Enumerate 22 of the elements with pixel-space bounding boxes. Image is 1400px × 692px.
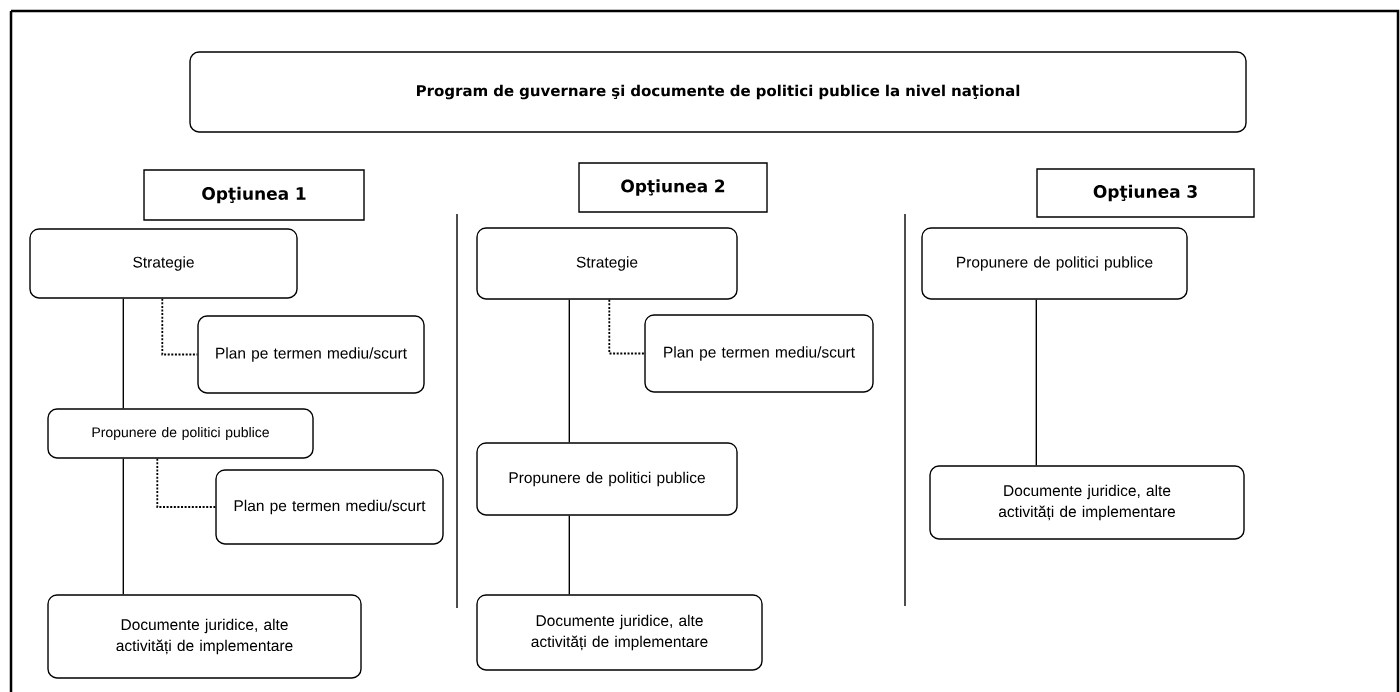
connector-line <box>568 515 570 595</box>
option-header: Opţiunea 1 <box>143 169 365 221</box>
process-box: Propunere de politici publice <box>476 442 738 516</box>
dotted-connector <box>608 298 646 355</box>
dotted-connector <box>156 457 217 508</box>
connector-line <box>122 298 124 409</box>
process-box: Documente juridice, alte activități de implementare <box>476 594 763 671</box>
process-box: Propunere de politici publice <box>921 227 1188 300</box>
process-box: Documente juridice, alte activități de implementare <box>47 594 362 679</box>
process-box: Plan pe termen mediu/scurt <box>215 469 444 545</box>
process-box: Strategie <box>29 228 298 299</box>
title-box: Program de guvernare şi documente de politici publice la nivel naţional <box>189 51 1247 133</box>
process-box: Documente juridice, alte activități de implementare <box>929 465 1245 540</box>
connector-line <box>122 458 124 595</box>
option-header: Opţiunea 2 <box>578 162 768 213</box>
process-box: Plan pe termen mediu/scurt <box>644 314 874 393</box>
process-box: Strategie <box>476 227 738 300</box>
process-box: Plan pe termen mediu/scurt <box>197 315 425 394</box>
option-header: Opţiunea 3 <box>1036 168 1255 218</box>
process-box: Propunere de politici publice <box>47 408 314 459</box>
connector-line <box>1035 299 1037 466</box>
connector-line <box>568 299 570 443</box>
